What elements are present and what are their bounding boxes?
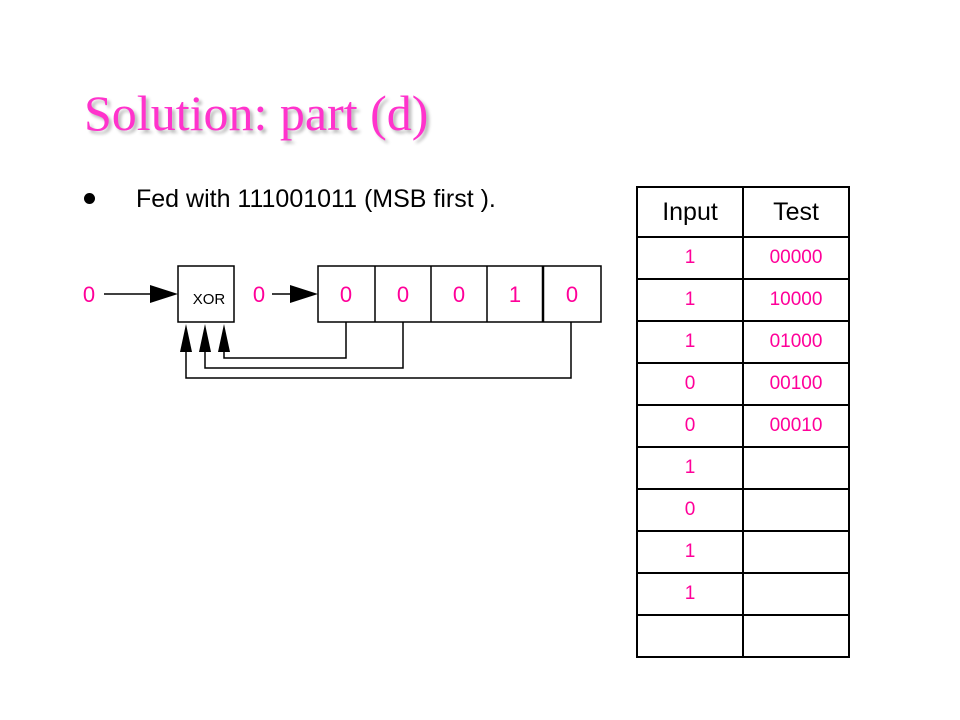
table-row: 0 00010 xyxy=(636,404,850,448)
gate-output-arrow-icon xyxy=(290,285,318,303)
input-cell: 0 xyxy=(636,362,744,406)
register-bit: 0 xyxy=(566,282,578,307)
input-cell: 0 xyxy=(636,488,744,532)
test-cell xyxy=(742,572,850,616)
column-header-test: Test xyxy=(742,186,850,238)
input-cell: 1 xyxy=(636,572,744,616)
table-row: 0 00100 xyxy=(636,362,850,406)
feedback-arrow-icon xyxy=(180,324,192,352)
test-cell: 00100 xyxy=(742,362,850,406)
input-cell: 1 xyxy=(636,320,744,364)
feedback-wire-tap-1 xyxy=(223,322,347,359)
xor-gate xyxy=(177,265,235,323)
input-cell: 1 xyxy=(636,278,744,322)
feedback-wire-tap-5 xyxy=(185,322,572,379)
input-cell: 1 xyxy=(636,530,744,574)
test-cell xyxy=(742,488,850,532)
input-test-table: Input Test 1 00000 1 10000 1 01000 0 001… xyxy=(636,186,850,658)
register-bit: 0 xyxy=(397,282,409,307)
feedback-arrow-icon xyxy=(218,324,230,352)
test-cell: 00000 xyxy=(742,236,850,280)
test-cell xyxy=(742,446,850,490)
table-header-row: Input Test xyxy=(636,186,850,238)
feedback-arrow-icon xyxy=(199,324,211,352)
test-cell: 00010 xyxy=(742,404,850,448)
column-header-input: Input xyxy=(636,186,744,238)
register-bit: 0 xyxy=(453,282,465,307)
bullet-dot-icon xyxy=(84,193,95,204)
table-row: 1 xyxy=(636,446,850,490)
input-cell: 1 xyxy=(636,446,744,490)
table-row: 1 xyxy=(636,530,850,574)
table-row: 1 xyxy=(636,572,850,616)
test-cell: 10000 xyxy=(742,278,850,322)
test-cell xyxy=(742,530,850,574)
feedback-wire-tap-2 xyxy=(204,322,404,369)
register-bit: 1 xyxy=(509,282,521,307)
table-row: 0 xyxy=(636,488,850,532)
table-row: 1 01000 xyxy=(636,320,850,364)
input-value: 0 xyxy=(83,282,95,307)
test-cell xyxy=(742,614,850,658)
test-cell: 01000 xyxy=(742,320,850,364)
table-row: 1 00000 xyxy=(636,236,850,280)
bullet-text: Fed with 111001011 (MSB first ). xyxy=(136,185,496,213)
slide-title: Solution: part (d) xyxy=(84,85,429,141)
input-cell: 0 xyxy=(636,404,744,448)
input-cell xyxy=(636,614,744,658)
gate-output-value: 0 xyxy=(253,282,265,307)
shift-register xyxy=(317,265,602,323)
table-row: 1 10000 xyxy=(636,278,850,322)
input-arrow-icon xyxy=(150,285,178,303)
input-cell: 1 xyxy=(636,236,744,280)
table-row xyxy=(636,614,850,658)
xor-gate-label: XOR xyxy=(193,291,226,308)
register-bit: 0 xyxy=(340,282,352,307)
